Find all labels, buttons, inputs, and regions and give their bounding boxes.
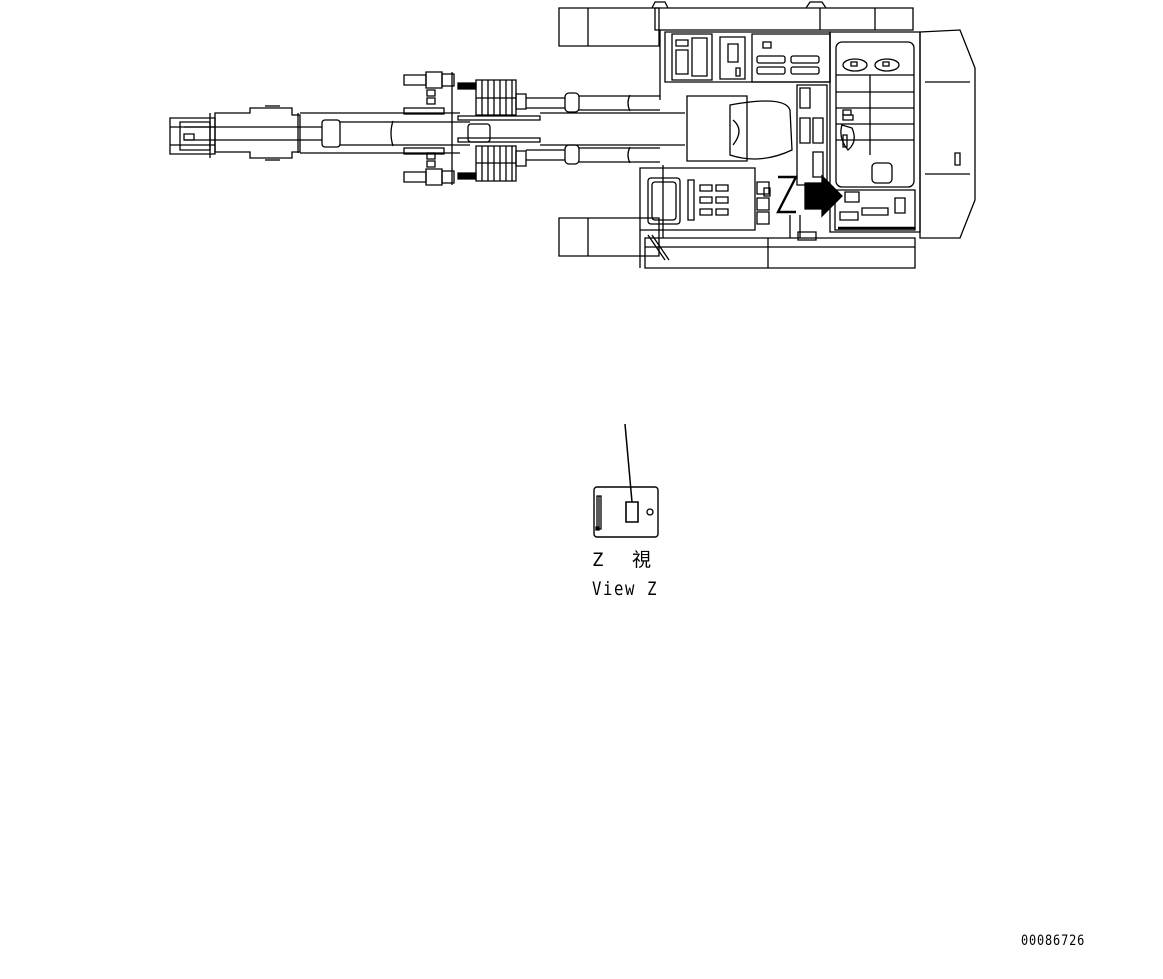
crawler-tracks <box>559 2 915 268</box>
boom-cylinders <box>526 93 685 164</box>
view-z-label-english: View Z <box>592 578 659 600</box>
drawing-number: 00086726 <box>1021 933 1086 949</box>
view-z-detail <box>594 424 658 537</box>
revolving-frame <box>640 30 975 268</box>
view-z-kanji: 視 <box>632 549 652 571</box>
view-z-letter: Z <box>592 549 604 571</box>
boom-foot-assembly <box>404 72 526 185</box>
view-z-pointer <box>778 176 842 216</box>
arm-and-bucket <box>170 106 540 160</box>
